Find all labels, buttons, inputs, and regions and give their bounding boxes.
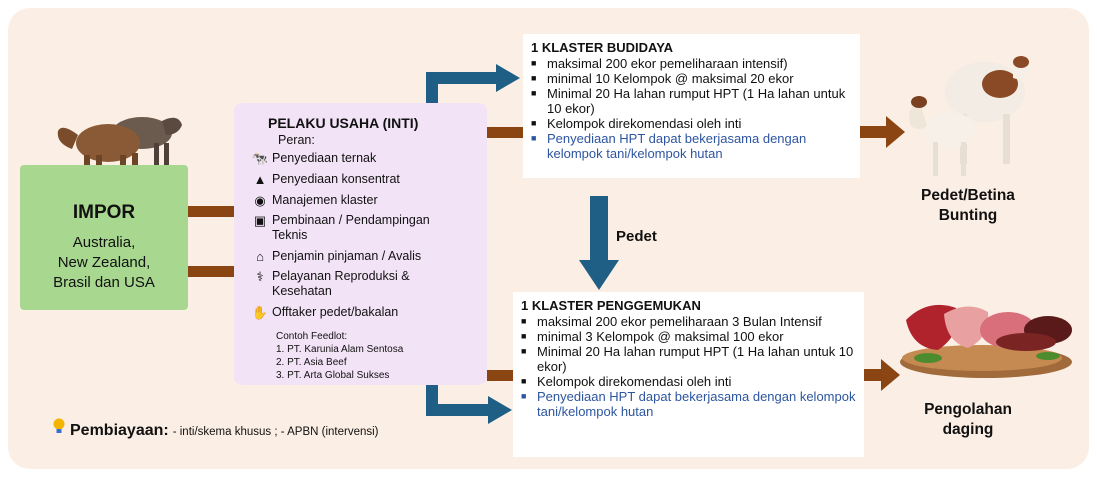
output-line: Bunting [938,207,998,224]
lightbulb-icon [53,418,65,433]
list-item: Minimal 20 Ha lahan rumput HPT (1 Ha lah… [521,344,856,374]
country-line: Brasil dan USA [53,274,155,291]
klaster-budidaya-box: 1 KLASTER BUDIDAYA maksimal 200 ekor pem… [523,34,860,178]
klaster-budidaya-title: 1 KLASTER BUDIDAYA [531,40,674,55]
output-pengolahan-daging: Pengolahan daging [893,400,1043,440]
list-item: maksimal 200 ekor pemeliharaan 3 Bulan I… [521,314,856,329]
stethoscope-icon: ⚕ [256,269,264,284]
contoh-item: 3. PT. Arta Global Sukses [276,370,390,381]
cow-calf-icon [909,56,1030,176]
role-item: ⚕ Pelayanan Reproduksi & Kesehatan [248,269,462,299]
impor-title: IMPOR [72,202,136,223]
contoh-item: 2. PT. Asia Beef [276,357,347,368]
list-item: Kelompok direkomendasi oleh inti [531,116,852,131]
role-item: ▣ Pembinaan / Pendampingan Teknis [248,213,462,243]
arrow-pedet-head [579,260,619,290]
connector-inti-budidaya [487,127,523,138]
arrow-output-budidaya-head [886,116,905,148]
impor-box: IMPOR Australia, New Zealand, Brasil dan… [20,165,188,310]
arrow-output-penggemukan-head [881,359,900,391]
arrow-output-penggemukan [864,369,884,381]
role-item: ✋ Offtaker pedet/bakalan [248,305,462,320]
list-item: minimal 10 Kelompok @ maksimal 20 ekor [531,71,852,86]
arrow-to-budidaya [426,72,498,103]
hand-money-icon: ✋ [251,305,269,320]
group-icon: ◉ [254,193,266,208]
contoh-title: Contoh Feedlot: [276,331,348,342]
role-label: Pembinaan / Pendampingan Teknis [272,213,430,242]
pedet-label: Pedet [616,228,657,245]
role-label: Penyediaan konsentrat [272,172,400,186]
peran-label: Peran: [278,133,315,147]
connector-inti-penggemukan [487,370,513,381]
list-item: minimal 3 Kelompok @ maksimal 100 ekor [521,329,856,344]
output-line: daging [942,421,994,438]
pelaku-usaha-title: PELAKU USAHA (INTI) [268,115,419,131]
pembiayaan-row: Pembiayaan: - inti/skema khusus ; - APBN… [52,417,379,440]
feed-sack-icon: ▲ [253,172,267,187]
list-item-highlight: Penyediaan HPT dapat bekerjasama dengan … [521,389,856,419]
arrow-output-budidaya [860,126,890,138]
pembiayaan-text: - inti/skema khusus ; - APBN (intervensi… [172,426,379,438]
impor-countries: Australia, New Zealand, Brasil dan USA [20,233,188,293]
country-line: Australia, [72,234,136,251]
contoh-feedlot: Contoh Feedlot: 1. PT. Karunia Alam Sent… [276,330,403,382]
cattle-icon: 🐄 [251,151,269,166]
teaching-icon: ▣ [253,213,267,228]
connector-impor-inti-top [188,206,234,217]
list-item: maksimal 200 ekor pemeliharaan intensif) [531,56,852,71]
role-label: Penyediaan ternak [272,151,377,165]
klaster-penggemukan-box: 1 KLASTER PENGGEMUKAN maksimal 200 ekor … [513,292,864,457]
connector-impor-inti-bottom [188,266,234,277]
arrow-head-budidaya [496,64,520,92]
role-label: Manajemen klaster [272,193,378,207]
role-label: Pelayanan Reproduksi & Kesehatan [272,269,410,298]
role-label: Penjamin pinjaman / Avalis [272,249,422,263]
klaster-penggemukan-title: 1 KLASTER PENGGEMUKAN [521,298,701,313]
klaster-penggemukan-list: maksimal 200 ekor pemeliharaan 3 Bulan I… [521,314,856,419]
role-item: ▲ Penyediaan konsentrat [248,172,462,187]
arrow-pedet-shaft [590,196,608,262]
contoh-item: 1. PT. Karunia Alam Sentosa [276,344,404,355]
role-item: ◉ Manajemen klaster [248,193,462,208]
pembiayaan-label: Pembiayaan: [70,422,169,439]
bank-icon: ⌂ [256,249,264,264]
list-item: Kelompok direkomendasi oleh inti [521,374,856,389]
output-line: Pedet/Betina [921,187,1015,204]
output-pedet-betina-bunting: Pedet/Betina Bunting [893,186,1043,226]
country-line: New Zealand, [57,254,151,271]
role-item: 🐄 Penyediaan ternak [248,151,462,166]
processed-meat-icon [900,304,1072,378]
role-item: ⌂ Penjamin pinjaman / Avalis [248,249,462,264]
list-item: Minimal 20 Ha lahan rumput HPT (1 Ha lah… [531,86,852,116]
arrow-to-penggemukan [426,385,490,416]
klaster-budidaya-list: maksimal 200 ekor pemeliharaan intensif)… [531,56,852,161]
role-label: Offtaker pedet/bakalan [272,305,399,319]
list-item-highlight: Penyediaan HPT dapat bekerjasama dengan … [531,131,852,161]
pelaku-usaha-box: PELAKU USAHA (INTI) Peran: 🐄 Penyediaan … [234,103,487,385]
output-line: Pengolahan [924,401,1012,418]
arrow-head-penggemukan [488,396,512,424]
